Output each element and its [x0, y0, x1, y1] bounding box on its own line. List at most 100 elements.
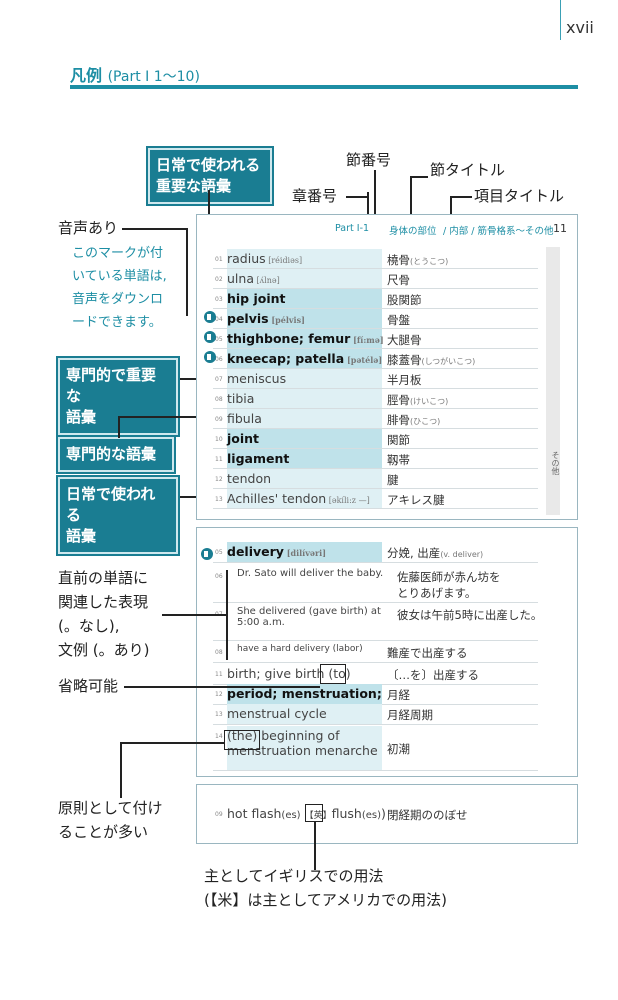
row-divider	[213, 770, 538, 771]
entry-japanese: 難産で出産する	[387, 645, 468, 661]
entry-english: pelvis [pélvis]	[227, 311, 305, 326]
connector-line	[314, 822, 316, 870]
entry-japanese: 尺骨	[387, 272, 410, 288]
entry-english: have a hard delivery (labor)	[237, 644, 363, 654]
row-divider	[213, 488, 538, 489]
row-divider	[213, 724, 538, 725]
entry-jp-word: 腓骨	[387, 413, 410, 427]
entry-word: pelvis	[227, 311, 269, 326]
entry-english: radius [réidiəs]	[227, 251, 302, 266]
entry-japanese: 月経周期	[387, 707, 433, 723]
speaker-icon	[204, 351, 216, 363]
row-divider	[213, 288, 538, 289]
row-divider	[213, 508, 538, 509]
entry-japanese: 股関節	[387, 292, 422, 308]
entry-hotflash: hot flash	[227, 806, 282, 821]
row-highlight	[227, 289, 382, 308]
row-divider	[213, 562, 538, 563]
entry-jp-word: 股関節	[387, 293, 422, 307]
entry-word: delivery	[227, 544, 284, 559]
label-daily: 日常で使われる 語彙	[58, 477, 178, 554]
connector-line	[346, 196, 368, 198]
label-item-title: 項目タイトル	[474, 187, 565, 205]
row-divider	[213, 308, 538, 309]
row-number: 11	[215, 671, 223, 678]
legend-title-text: 凡例	[70, 66, 103, 85]
connector-line	[122, 228, 186, 230]
entry-word: kneecap; patella	[227, 351, 345, 366]
header-part: Part Ⅰ-1	[335, 223, 370, 234]
row-divider	[213, 602, 538, 603]
row-highlight	[227, 726, 382, 770]
entry-japanese: 骨盤	[387, 312, 410, 328]
entry-jp-word: アキレス腱	[387, 493, 445, 507]
row-highlight	[227, 309, 382, 328]
connector-line	[162, 614, 226, 616]
entry-jp-word: 月経	[387, 688, 410, 702]
row-highlight	[227, 369, 382, 388]
row-highlight	[227, 249, 382, 268]
entry-jp-word: 分娩, 出産	[387, 546, 441, 560]
row-divider	[213, 468, 538, 469]
row-highlight	[227, 269, 382, 288]
entry-kana: (けいこつ)	[410, 397, 449, 406]
entry-kana: (しつがいこつ)	[421, 357, 476, 366]
entry-japanese: 関節	[387, 432, 410, 448]
title-rule	[70, 85, 578, 89]
row-divider	[213, 328, 538, 329]
entry-english: Achilles' tendon [əkíli:z —]	[227, 491, 370, 506]
entry-japanese: 脛骨(けいこつ)	[387, 392, 448, 408]
row-number: 14	[215, 733, 223, 740]
row-number: 12	[215, 691, 223, 698]
entry-the: (the)	[227, 728, 262, 743]
row-number: 09	[215, 811, 223, 818]
entry-japanese: 月経	[387, 687, 410, 703]
entry-jp-word: 腱	[387, 473, 399, 487]
row-divider	[213, 662, 538, 663]
row-number: 02	[215, 276, 223, 283]
entry-english: tendon	[227, 471, 271, 486]
row-number: 07	[215, 376, 223, 383]
entry-word: thighbone; femur	[227, 331, 351, 346]
uk-box	[305, 804, 323, 822]
row-number: 13	[215, 496, 223, 503]
entry-word: hip joint	[227, 291, 286, 306]
entry-word: tibia	[227, 391, 255, 406]
entry-english: menstrual cycle	[227, 706, 327, 721]
row-highlight	[227, 542, 382, 562]
entry-japanese: 彼女は午前5時に出産した。	[397, 607, 542, 623]
entry-japanese: 腓骨(ひこつ)	[387, 412, 440, 428]
entry-japanese: 初潮	[387, 741, 410, 757]
entry-english: period; menstruation;	[227, 686, 382, 701]
entry-english: meniscus	[227, 371, 286, 386]
row-highlight	[227, 684, 382, 704]
label-related-expr: 直前の単語に 関連した表現 (。なし), 文例 (。あり)	[58, 569, 150, 659]
entry-jp-word: 彼女は午前5時に出産した。	[397, 608, 543, 622]
label-british: 主としてイギリスでの用法	[204, 867, 384, 885]
row-divider	[213, 268, 538, 269]
entry-english: kneecap; patella [pətélə]	[227, 351, 382, 366]
entry-close: )	[381, 806, 386, 821]
entry-japanese: 膝蓋骨(しつがいこつ)	[387, 352, 475, 368]
connector-line	[410, 176, 428, 178]
entry-word: have a hard delivery (labor)	[237, 644, 363, 654]
entry-english: thighbone; femur [fí:mə]	[227, 331, 384, 346]
connector-line	[410, 176, 412, 216]
row-number: 11	[215, 456, 223, 463]
label-section-num: 節番号	[346, 151, 392, 169]
entry-pronunciation: [ʌ́lnə]	[253, 276, 280, 285]
entry-word: joint	[227, 431, 260, 446]
entry-pronunciation: [fí:mə]	[350, 335, 384, 345]
entry-pronunciation: [pélvis]	[268, 315, 305, 325]
legend-part: (Part Ⅰ 1〜10)	[107, 69, 200, 85]
entry-jp-word: 半月板	[387, 373, 422, 387]
entry-es: (es)	[281, 810, 301, 821]
header-page: 11	[553, 222, 567, 235]
label-special: 専門的な語彙	[58, 437, 174, 472]
row-number: 10	[215, 436, 223, 443]
row-divider	[213, 368, 538, 369]
vocab-panel-3: 09 hot flash(es) 【英】flush(es)) 閉経期ののぼせ	[196, 784, 578, 844]
entry-japanese: アキレス腱	[387, 492, 445, 508]
